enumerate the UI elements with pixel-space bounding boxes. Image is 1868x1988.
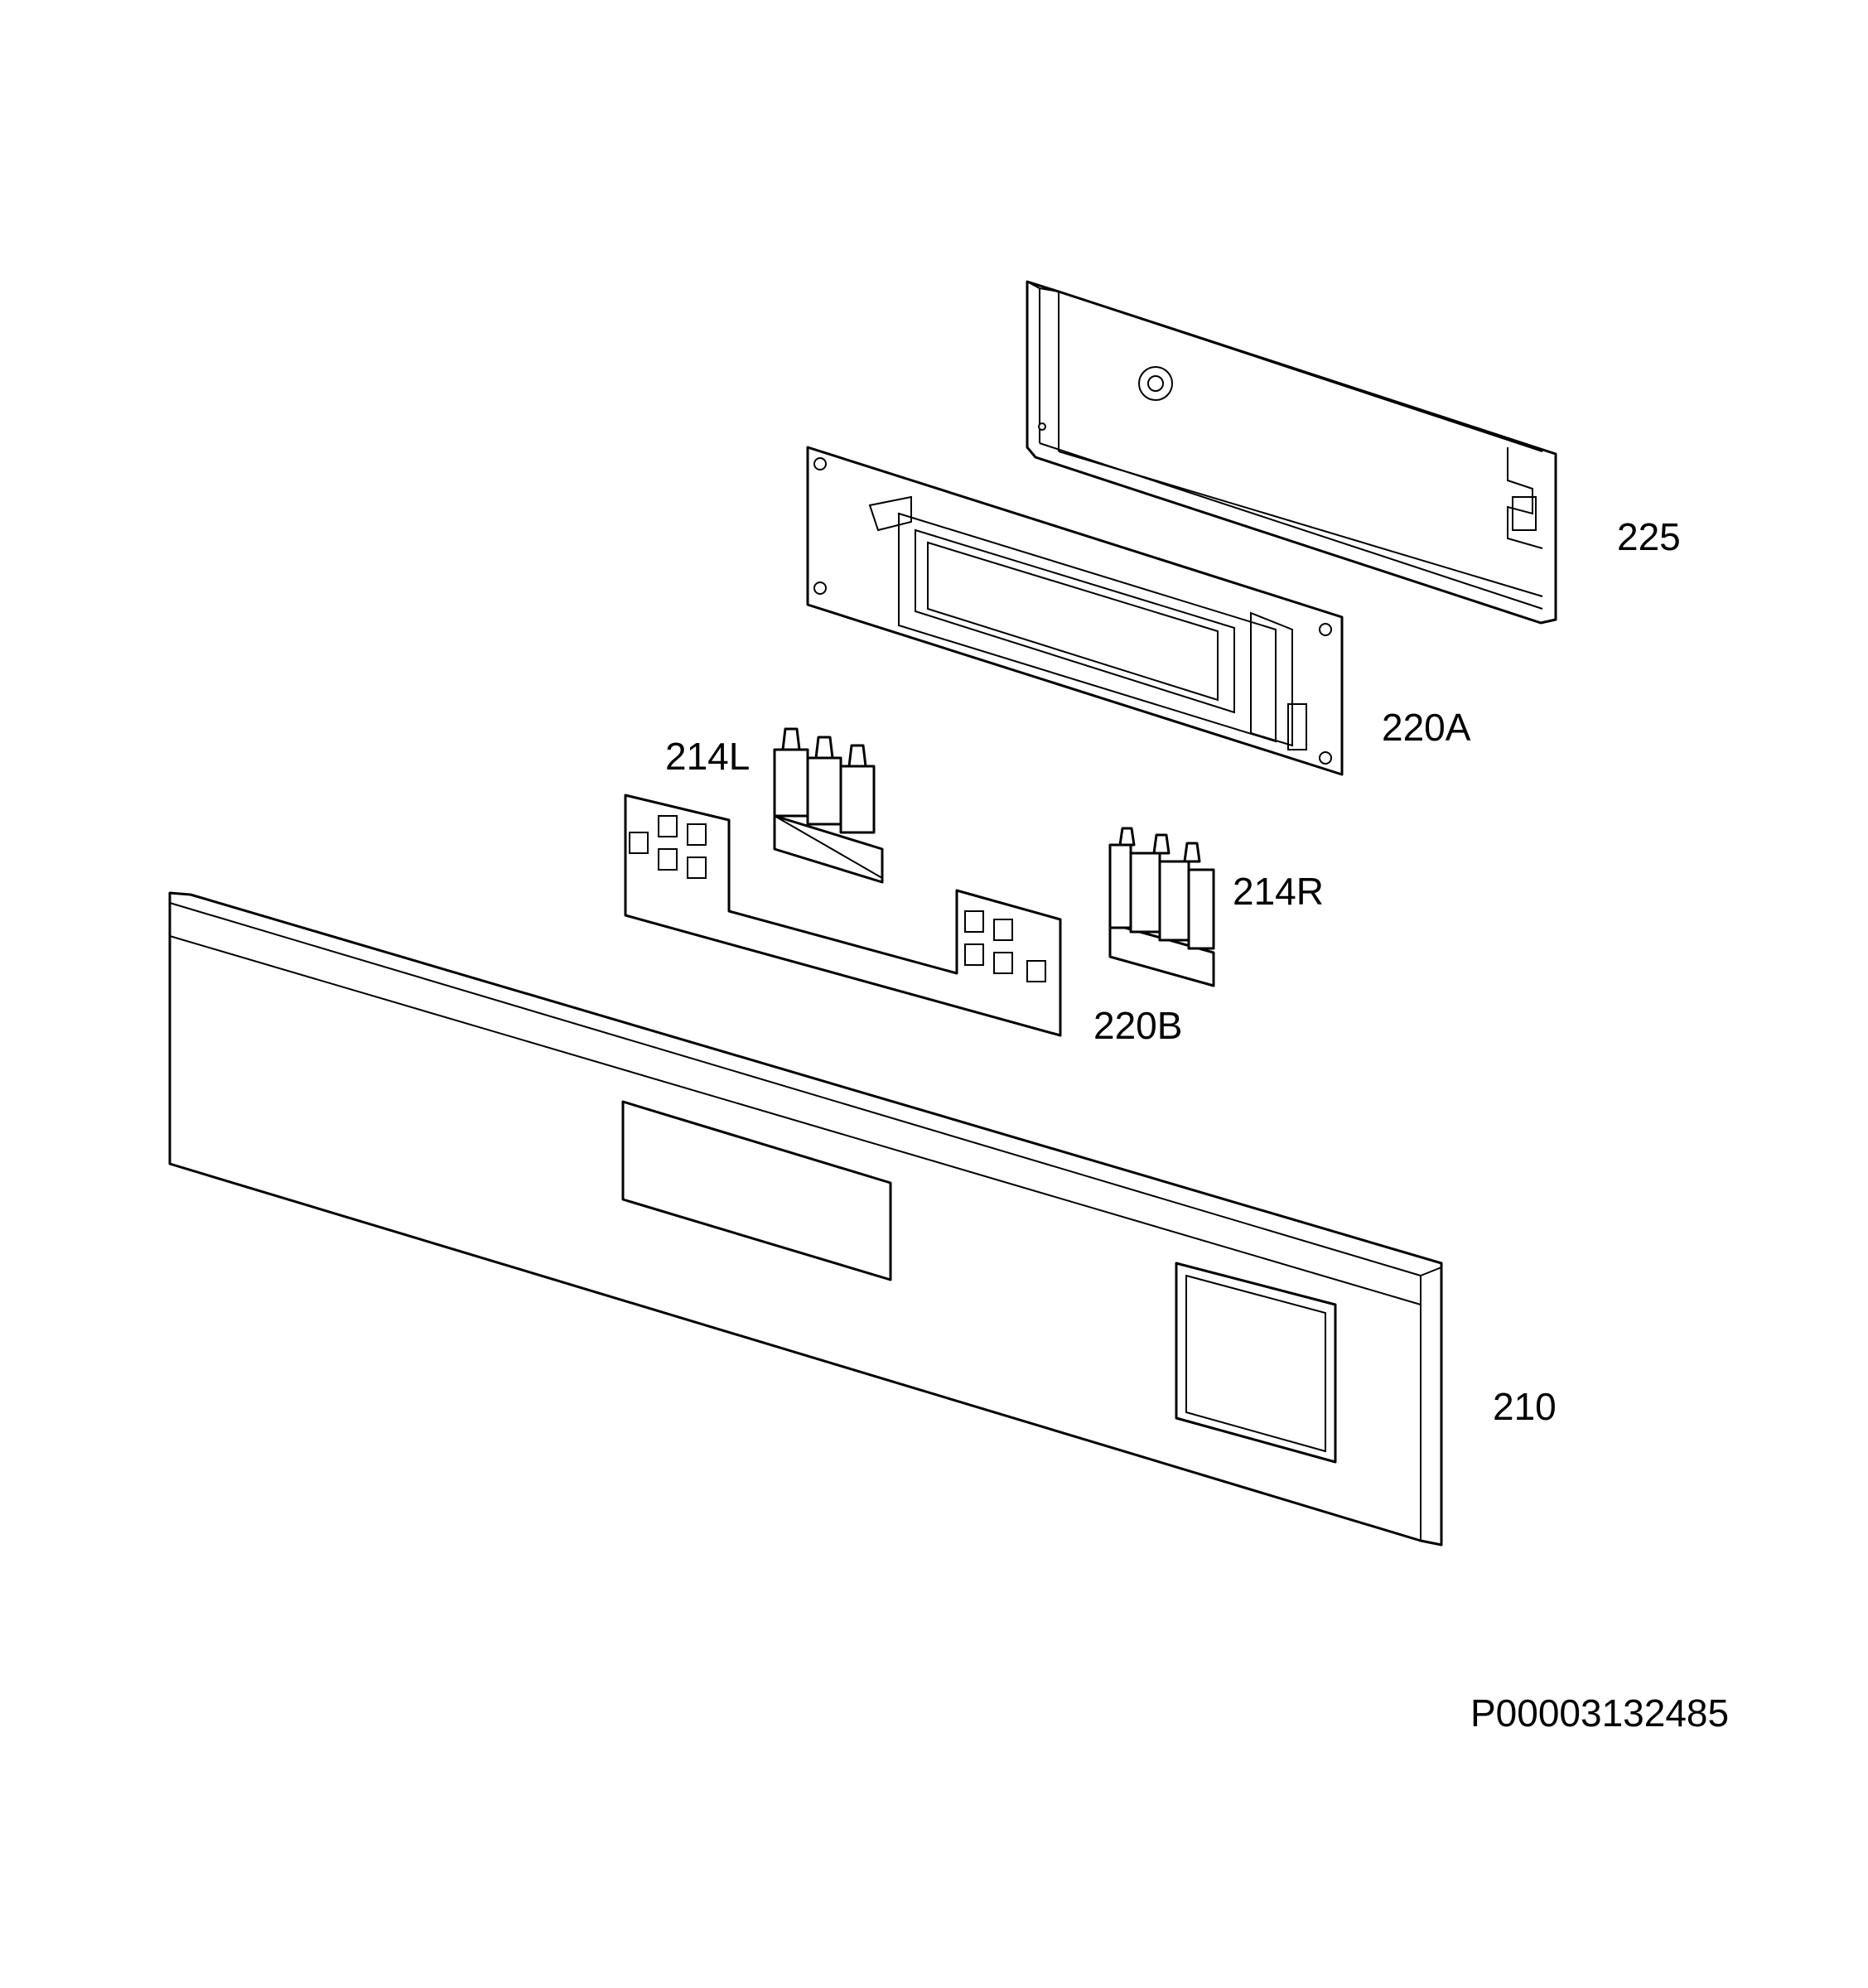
part-220B-keyboard (624, 794, 1062, 1037)
part-220A-pcb (806, 446, 1344, 776)
part-214L-buttons (773, 727, 884, 884)
part-225-cover (1026, 280, 1557, 625)
label-210: 210 (1493, 1385, 1557, 1428)
part-214R-buttons (1108, 827, 1215, 987)
label-220B: 220B (1093, 1004, 1183, 1047)
label-225: 225 (1617, 515, 1681, 558)
label-214R: 214R (1233, 870, 1324, 913)
drawing-number: P00003132485 (1470, 1691, 1730, 1735)
part-210-front-panel (168, 891, 1443, 1546)
label-220A: 220A (1382, 706, 1471, 749)
label-214L: 214L (665, 735, 751, 778)
